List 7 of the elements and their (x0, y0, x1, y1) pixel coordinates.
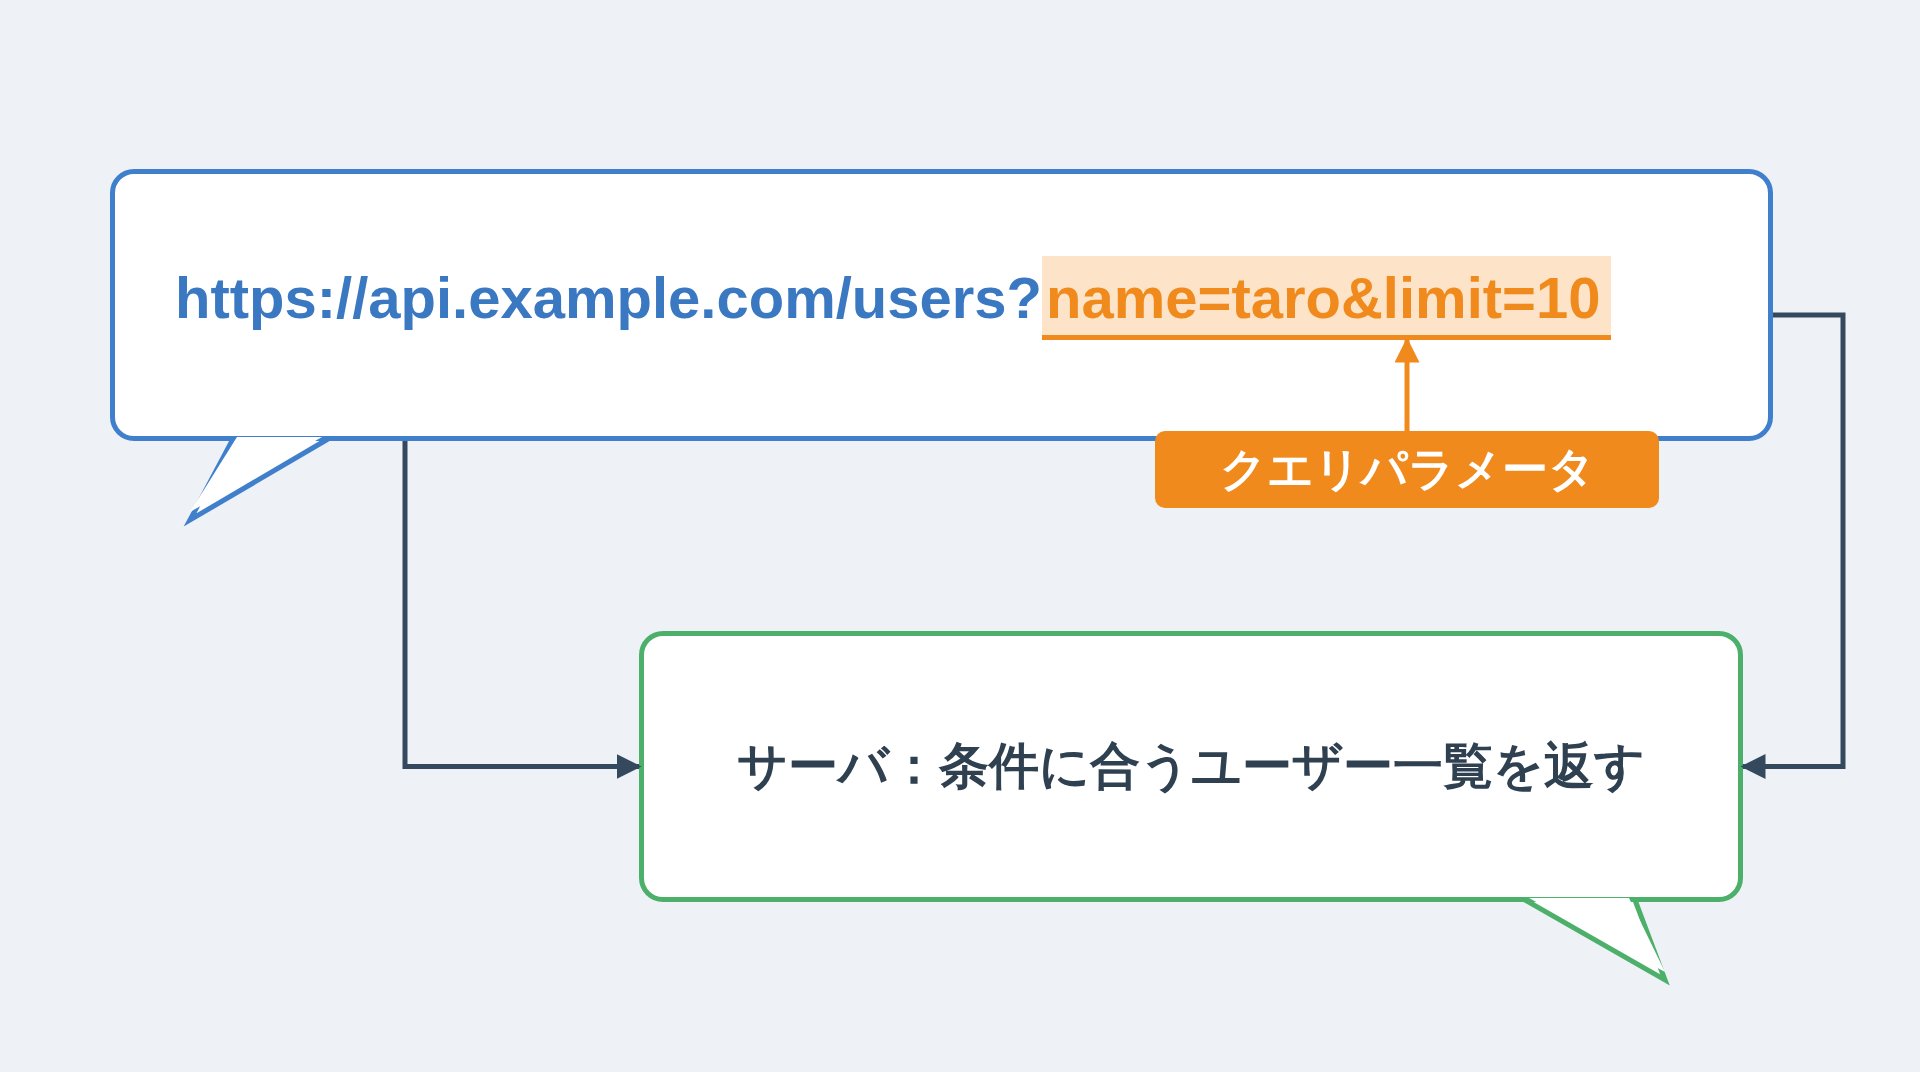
arrow (402, 441, 642, 779)
arrow (1740, 312, 1846, 779)
url-text: https://api.example.com/users? (175, 265, 1043, 330)
tag-label: クエリパラメータ (1155, 431, 1659, 508)
server-response-text: サーバ：条件に合うユーザー一覧を返す (737, 737, 1645, 796)
highlighted-query-text: name=taro&limit=10 (1042, 256, 1611, 340)
arrow (1394, 337, 1420, 431)
